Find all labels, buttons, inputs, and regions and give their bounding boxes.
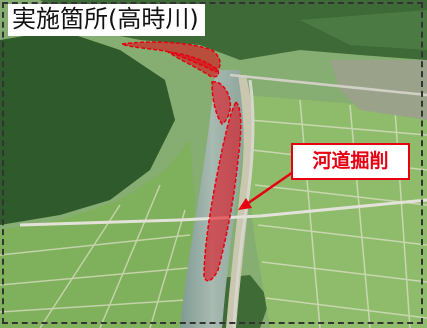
forest-left [0, 30, 175, 225]
gravel-bank [226, 75, 254, 328]
road-upper [229, 73, 427, 97]
figure-title: 実施箇所(高時川) [8, 4, 205, 36]
callout-arrow-head [238, 198, 252, 210]
road-main [232, 79, 255, 328]
excavation-areas [119, 41, 242, 282]
callout-label: 河道掘削 [291, 143, 410, 180]
paddy-dikes-left [0, 184, 191, 328]
excavation-area-4 [203, 100, 242, 282]
excavation-area-3 [211, 81, 232, 125]
forest-right [300, 10, 427, 50]
paddies-right [245, 95, 427, 328]
excavation-area-2 [167, 51, 220, 78]
callout-arrow-line [243, 168, 297, 208]
